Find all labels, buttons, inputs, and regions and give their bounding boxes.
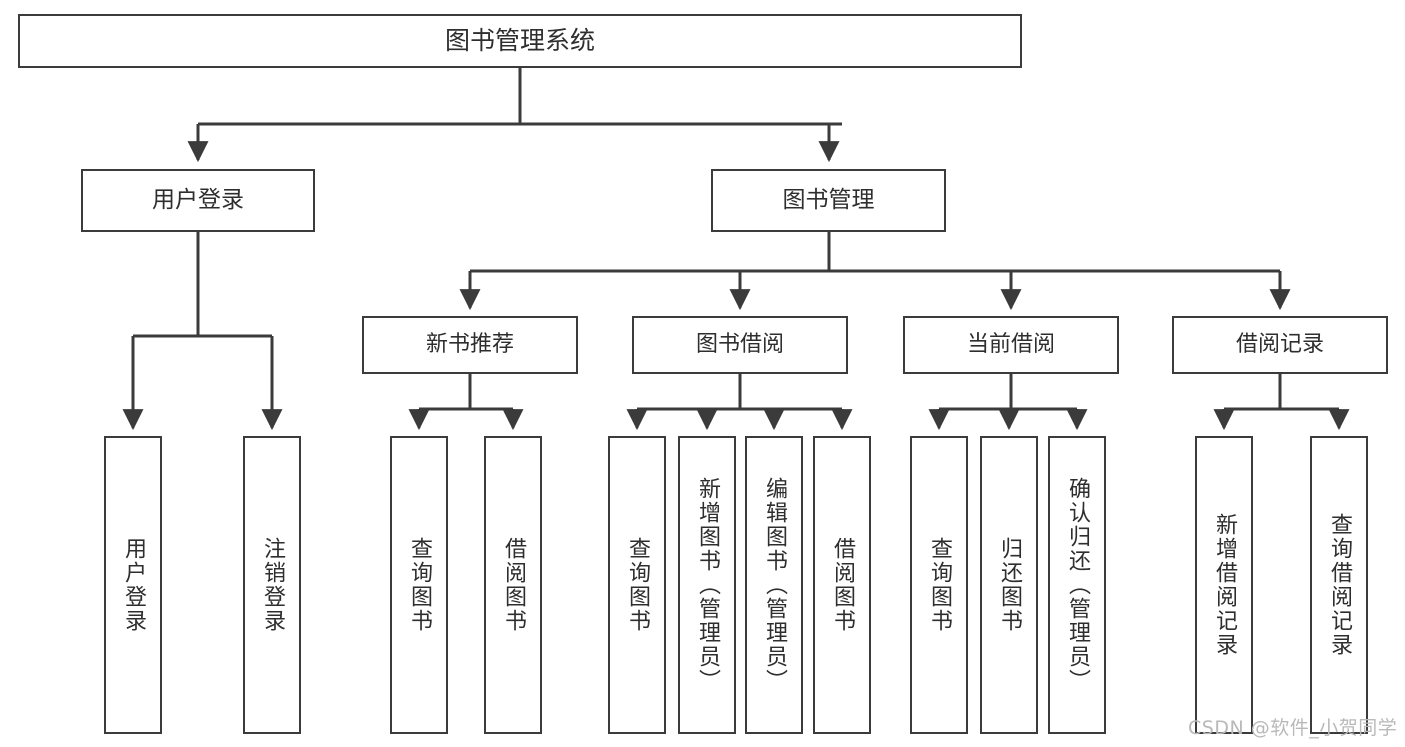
node-root[interactable]: 图书管理系统	[18, 14, 1022, 68]
node-label: 借阅图书	[500, 537, 526, 633]
node-current-borrow[interactable]: 当前借阅	[903, 316, 1119, 374]
node-leaf-borrow-book-1[interactable]: 借阅图书	[484, 436, 542, 734]
node-leaf-query-book-3[interactable]: 查询图书	[910, 436, 968, 734]
node-label: 当前借阅	[966, 332, 1055, 358]
node-leaf-borrow-book-2[interactable]: 借阅图书	[813, 436, 871, 734]
node-label: 确认归还（管理员）	[1064, 477, 1090, 693]
node-leaf-query-record[interactable]: 查询借阅记录	[1310, 436, 1368, 734]
node-leaf-user-login[interactable]: 用户登录	[104, 436, 162, 734]
node-leaf-user-logout[interactable]: 注销登录	[243, 436, 301, 734]
node-leaf-confirm-return[interactable]: 确认归还（管理员）	[1048, 436, 1106, 734]
node-borrow-record[interactable]: 借阅记录	[1172, 316, 1388, 374]
node-label: 用户登录	[152, 186, 244, 213]
node-label: 新增借阅记录	[1211, 513, 1237, 657]
csdn-watermark: CSDN @软件_小贺同学	[1188, 717, 1398, 739]
node-leaf-query-book-1[interactable]: 查询图书	[390, 436, 448, 734]
node-user-login[interactable]: 用户登录	[81, 169, 315, 232]
node-label: 查询借阅记录	[1326, 513, 1352, 657]
node-label: 图书管理	[782, 186, 875, 213]
node-label: 借阅记录	[1235, 332, 1324, 358]
node-label: 查询图书	[406, 537, 432, 633]
node-label: 编辑图书（管理员）	[761, 477, 787, 693]
node-label: 查询图书	[624, 537, 650, 633]
node-leaf-edit-book[interactable]: 编辑图书（管理员）	[745, 436, 803, 734]
node-leaf-add-record[interactable]: 新增借阅记录	[1195, 436, 1253, 734]
node-leaf-return-book[interactable]: 归还图书	[980, 436, 1038, 734]
node-label: 新书推荐	[425, 332, 514, 358]
node-book-borrow[interactable]: 图书借阅	[632, 316, 848, 374]
node-new-book-rec[interactable]: 新书推荐	[362, 316, 578, 374]
node-label: 用户登录	[120, 537, 146, 633]
node-label: 图书管理系统	[444, 26, 595, 56]
node-label: 归还图书	[996, 537, 1022, 633]
node-label: 借阅图书	[829, 537, 855, 633]
node-book-manage[interactable]: 图书管理	[711, 169, 946, 232]
node-leaf-query-book-2[interactable]: 查询图书	[608, 436, 666, 734]
node-label: 图书借阅	[695, 332, 784, 358]
node-label: 新增图书（管理员）	[694, 477, 720, 693]
node-leaf-add-book[interactable]: 新增图书（管理员）	[678, 436, 736, 734]
node-label: 查询图书	[926, 537, 952, 633]
node-label: 注销登录	[259, 537, 285, 633]
